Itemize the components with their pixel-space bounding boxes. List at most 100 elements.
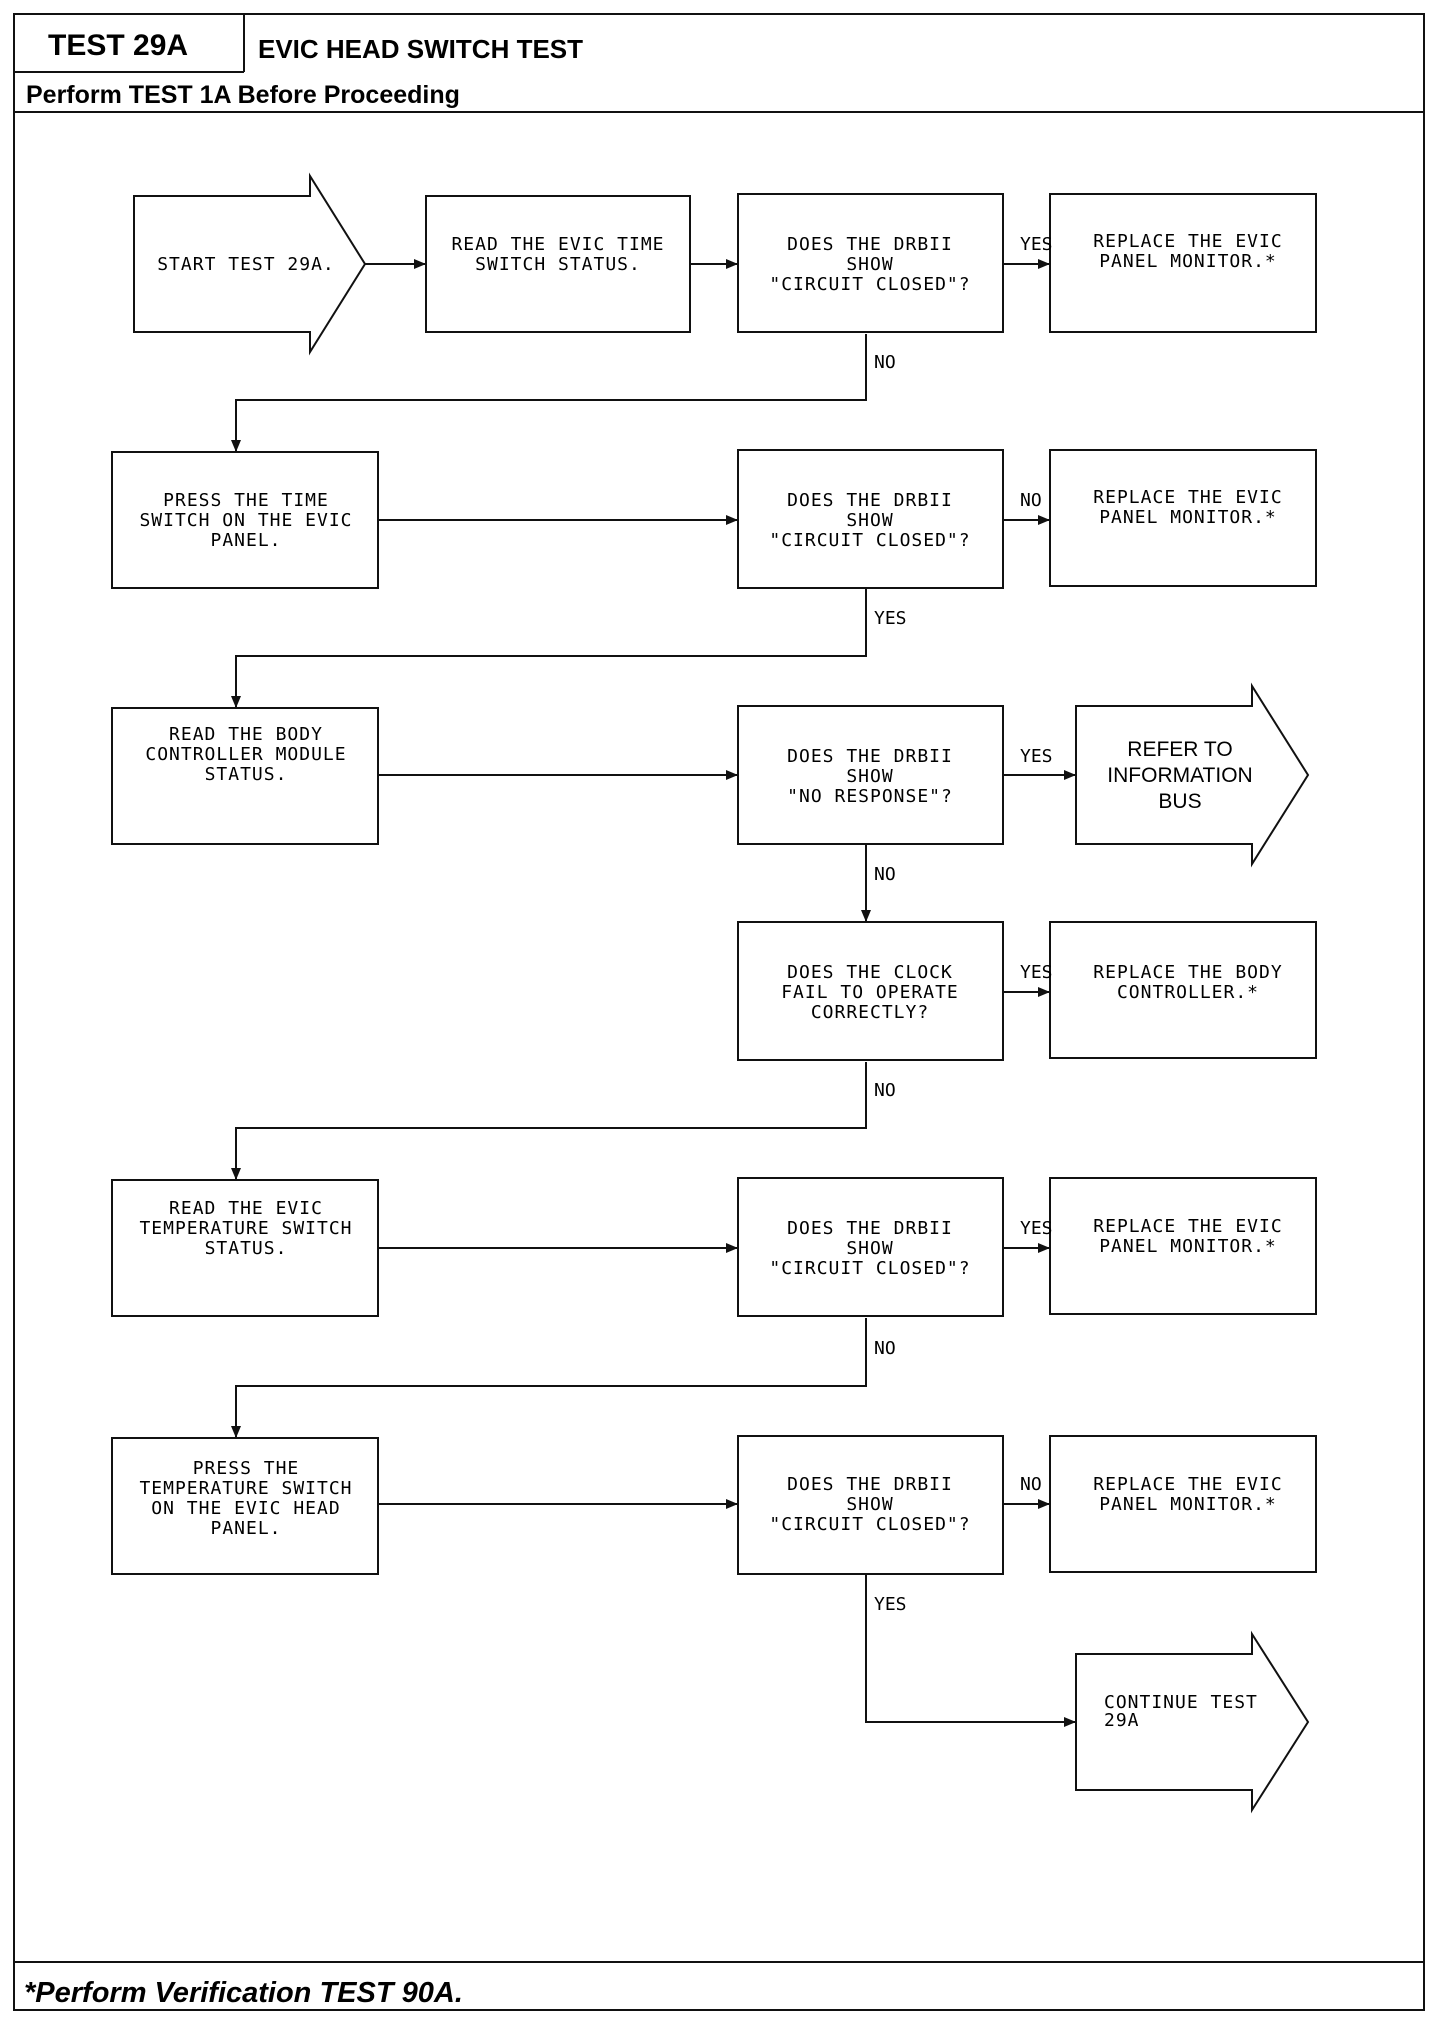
branch-label-q2-no: NO xyxy=(1020,490,1042,511)
text-line: CORRECTLY? xyxy=(811,1002,929,1023)
text-line: PRESS THE xyxy=(193,1458,300,1479)
text-line: STATUS. xyxy=(205,764,288,785)
text-line: INFORMATION xyxy=(1107,764,1252,787)
text-line: REPLACE THE EVIC xyxy=(1093,1474,1282,1495)
text-line: PANEL. xyxy=(210,1518,281,1539)
text-line: SWITCH STATUS. xyxy=(475,254,641,275)
start-text: START TEST 29A. xyxy=(157,254,335,275)
text-line: "NO RESPONSE"? xyxy=(787,786,953,807)
text-line: TEMPERATURE SWITCH xyxy=(139,1478,352,1499)
branch-label-q6-no: NO xyxy=(1020,1474,1042,1495)
text-line: PRESS THE TIME xyxy=(163,490,329,511)
text-line: CONTROLLER.* xyxy=(1117,982,1259,1003)
text-line: FAIL TO OPERATE xyxy=(781,982,959,1003)
text-line: DOES THE DRBII xyxy=(787,1474,953,1495)
read-time-box xyxy=(425,195,691,333)
decision-box-5 xyxy=(737,1177,1004,1317)
refer-arrow-shape xyxy=(1075,682,1310,868)
branch-label-q1-no: NO xyxy=(874,352,896,373)
text-line: STATUS. xyxy=(205,1238,288,1259)
branch-label-q4-no: NO xyxy=(874,1080,896,1101)
replace-box-1 xyxy=(1049,193,1317,333)
text-line: TEMPERATURE SWITCH xyxy=(139,1218,352,1239)
decision-box-2 xyxy=(737,449,1004,589)
text-line: START TEST 29A. xyxy=(157,254,335,275)
press-time-box xyxy=(111,451,379,589)
text-line: PANEL MONITOR.* xyxy=(1099,1236,1277,1257)
branch-label-q5-yes: YES xyxy=(1020,1218,1053,1239)
branch-label-q1-yes: YES xyxy=(1020,234,1053,255)
read-temp-box xyxy=(111,1179,379,1317)
text-line: DOES THE DRBII xyxy=(787,490,953,511)
text-line: PANEL. xyxy=(210,530,281,551)
text-line: SHOW xyxy=(846,254,893,275)
text-line: SHOW xyxy=(846,1238,893,1259)
refer-text: REFER TO INFORMATION BUS xyxy=(1107,738,1252,813)
text-line: SHOW xyxy=(846,510,893,531)
text-line: PANEL MONITOR.* xyxy=(1099,1494,1277,1515)
text-line: DOES THE DRBII xyxy=(787,234,953,255)
text-line: "CIRCUIT CLOSED"? xyxy=(769,1258,970,1279)
footer-note: *Perform Verification TEST 90A. xyxy=(24,1977,463,2009)
press-temp-box xyxy=(111,1437,379,1575)
text-line: REFER TO xyxy=(1127,738,1232,761)
text-line: REPLACE THE EVIC xyxy=(1093,487,1282,508)
continue-arrow-shape xyxy=(1075,1630,1310,1814)
branch-label-q3-no: NO xyxy=(874,864,896,885)
test-id: TEST 29A xyxy=(48,29,188,62)
text-line: REPLACE THE EVIC xyxy=(1093,1216,1282,1237)
text-line: SHOW xyxy=(846,766,893,787)
text-line: REPLACE THE EVIC xyxy=(1093,231,1282,252)
text-line: "CIRCUIT CLOSED"? xyxy=(769,1514,970,1535)
text-line: SHOW xyxy=(846,1494,893,1515)
text-line: BUS xyxy=(1158,790,1201,813)
text-line: SWITCH ON THE EVIC xyxy=(139,510,352,531)
arrowheads xyxy=(231,259,1076,1727)
test-subtitle: Perform TEST 1A Before Proceeding xyxy=(26,81,460,109)
decision-box-4 xyxy=(737,921,1004,1061)
text-line: READ THE EVIC xyxy=(169,1198,323,1219)
text-line: PANEL MONITOR.* xyxy=(1099,251,1277,272)
branch-label-q2-yes: YES xyxy=(874,608,907,629)
read-bcm-box xyxy=(111,707,379,845)
replace-box-2 xyxy=(1049,449,1317,587)
branch-label-q3-yes: YES xyxy=(1020,746,1053,767)
text-line: CONTROLLER MODULE xyxy=(145,744,346,765)
test-title: EVIC HEAD SWITCH TEST xyxy=(258,34,583,64)
replace-box-6 xyxy=(1049,1435,1317,1573)
branch-label-q5-no: NO xyxy=(874,1338,896,1359)
text-line: DOES THE CLOCK xyxy=(787,962,953,983)
text-line: READ THE EVIC TIME xyxy=(451,234,664,255)
branch-label-q6-yes: YES xyxy=(874,1594,907,1615)
replace-box-5 xyxy=(1049,1177,1317,1315)
text-line: REPLACE THE BODY xyxy=(1093,962,1282,983)
text-line: READ THE BODY xyxy=(169,724,323,745)
text-line: "CIRCUIT CLOSED"? xyxy=(769,274,970,295)
text-line: PANEL MONITOR.* xyxy=(1099,507,1277,528)
text-line: DOES THE DRBII xyxy=(787,746,953,767)
branch-label-q4-yes: YES xyxy=(1020,962,1053,983)
text-line: CONTINUE TEST xyxy=(1104,1692,1258,1713)
decision-box-3 xyxy=(737,705,1004,845)
decision-box-6 xyxy=(737,1435,1004,1575)
text-line: ON THE EVIC HEAD xyxy=(151,1498,340,1519)
text-line: DOES THE DRBII xyxy=(787,1218,953,1239)
replace-box-4 xyxy=(1049,921,1317,1059)
text-line: 29A xyxy=(1104,1710,1140,1731)
